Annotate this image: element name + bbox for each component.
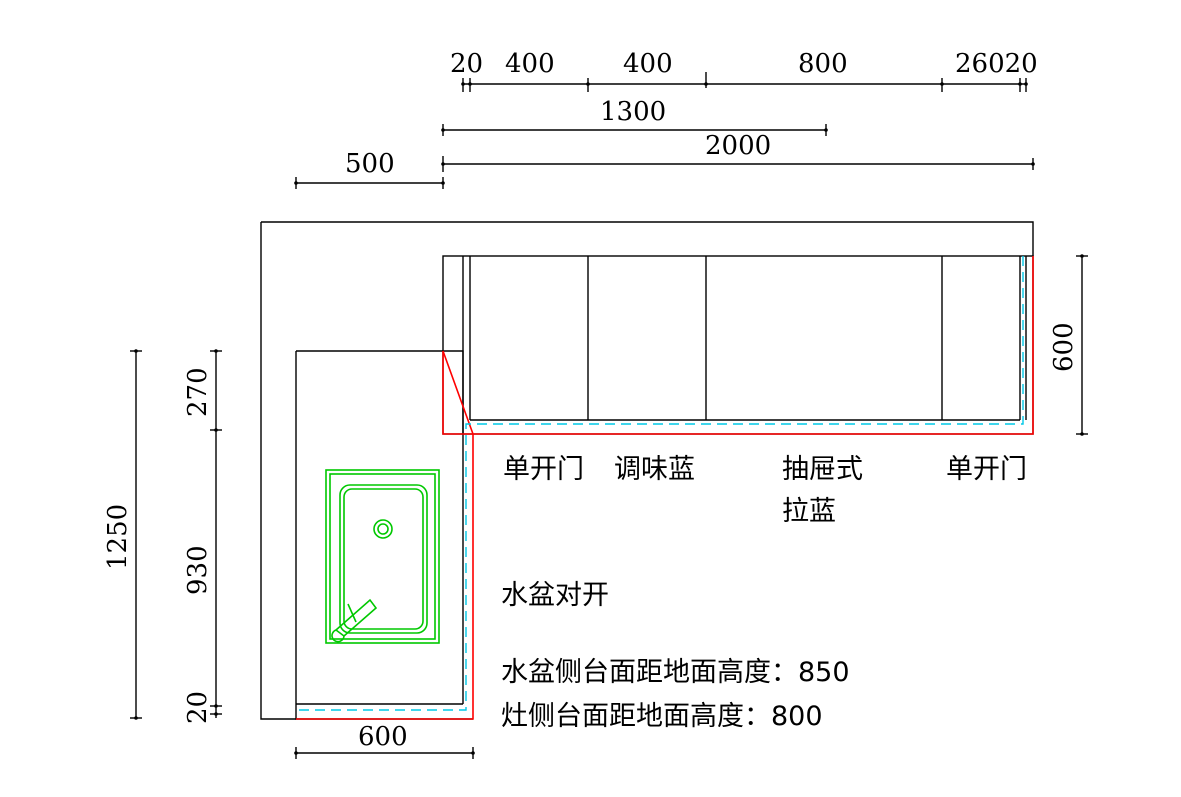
dimension-chain-left — [210, 349, 222, 718]
dim-800: 800 — [798, 49, 848, 79]
dim-500: 500 — [345, 149, 395, 179]
label-single-door-1: 单开门 — [503, 454, 584, 485]
dim-1250: 1250 — [103, 504, 133, 570]
label-drawer-basket-1: 抽屉式 — [782, 454, 863, 485]
dimension-600-bottom — [294, 747, 475, 759]
dim-930: 930 — [183, 545, 213, 595]
dimension-600-right — [1076, 254, 1088, 436]
label-seasoning-basket: 调味蓝 — [614, 454, 695, 485]
label-single-door-2: 单开门 — [946, 454, 1027, 485]
label-drawer-basket-2: 拉蓝 — [782, 496, 836, 527]
dim-400-a: 400 — [505, 49, 555, 79]
note-sink-height: 水盆侧台面距地面高度：850 — [501, 657, 850, 688]
dimension-1250 — [130, 349, 142, 720]
sink — [325, 469, 440, 644]
note-stove-height: 灶侧台面距地面高度：800 — [501, 701, 823, 732]
dim-1300: 1300 — [600, 97, 666, 127]
dim-2000: 2000 — [705, 131, 771, 161]
note-sink-doors: 水盆对开 — [501, 580, 609, 611]
room-outline — [260, 221, 1034, 720]
dimension-chain-top — [461, 72, 1028, 92]
dim-400-b: 400 — [623, 49, 673, 79]
dimension-1300 — [441, 124, 828, 136]
dim-600-bottom: 600 — [358, 722, 408, 752]
left-cabinet-run — [295, 350, 473, 720]
countertop-inner-dashed — [296, 256, 1024, 711]
dim-600-right: 600 — [1049, 322, 1079, 372]
faucet-icon — [331, 598, 378, 643]
dimension-2000 — [441, 156, 1035, 172]
dimension-500 — [294, 177, 445, 189]
dim-20-left: 20 — [450, 49, 483, 79]
dim-270: 270 — [183, 367, 213, 417]
drain-icon — [373, 519, 393, 539]
dim-260-20: 26020 — [955, 49, 1038, 79]
top-cabinet-run — [442, 255, 1034, 435]
countertop-edge-red — [296, 256, 1034, 720]
dim-20-bottom: 20 — [183, 691, 213, 724]
